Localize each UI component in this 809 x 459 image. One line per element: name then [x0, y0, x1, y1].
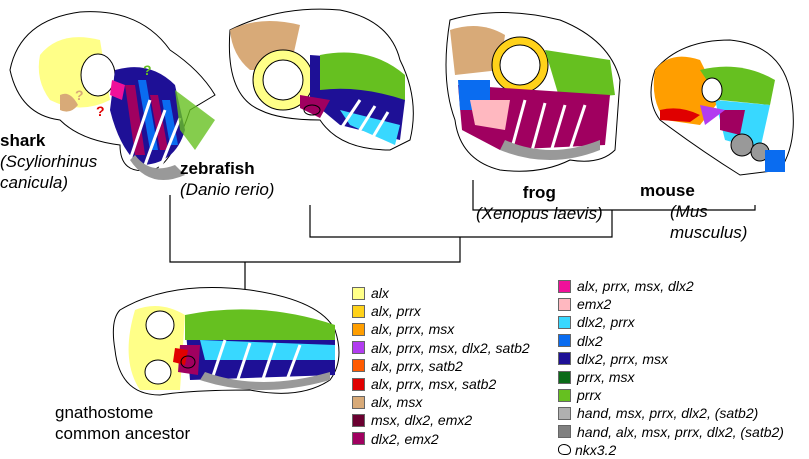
legend-label: dlx2: [577, 332, 603, 349]
legend-item: alx, prrx, msx: [352, 320, 530, 338]
legend-swatch: [352, 304, 365, 318]
legend-swatch: [352, 377, 365, 391]
ancestor-label: gnathostome common ancestor: [55, 402, 190, 444]
legend-item: dlx2, emx2: [352, 430, 530, 448]
legend-item: alx, prrx, satb2: [352, 357, 530, 375]
species-common-name: zebrafish: [180, 159, 255, 178]
legend-item: alx, msx: [352, 393, 530, 411]
species-label-mouse: mouse (Mus musculus): [640, 180, 747, 243]
species-common-name: mouse: [640, 181, 695, 200]
phylogenetic-tree: [169, 180, 756, 310]
species-latin-name: (Danio rerio): [180, 180, 275, 199]
legend-swatch: [558, 425, 571, 439]
legend-swatch: [352, 341, 365, 355]
legend-swatch: [352, 432, 365, 446]
legend-swatch: [352, 322, 365, 336]
legend-item-nkx: nkx3.2: [558, 441, 784, 459]
species-common-name: shark: [0, 131, 46, 150]
ancestor-label-line: gnathostome: [55, 403, 154, 422]
legend-swatch: [352, 413, 365, 427]
species-latin-name: musculus): [670, 223, 748, 242]
legend-label: prrx: [577, 387, 602, 404]
mouse-embryo: [650, 39, 794, 176]
legend-label: emx2: [577, 296, 612, 313]
legend-item: prrx: [558, 386, 784, 404]
legend-swatch: [558, 388, 571, 402]
legend-swatch: [558, 315, 571, 329]
legend-label: alx, prrx, msx, satb2: [371, 376, 497, 393]
legend-label: nkx3.2: [575, 441, 617, 458]
species-label-shark: shark (Scyliorhinus canicula): [0, 130, 97, 193]
species-latin-name: (Mus: [670, 202, 708, 221]
legend-item: alx, prrx: [352, 302, 530, 320]
legend-item: prrx, msx: [558, 368, 784, 386]
zebrafish-embryo: [228, 8, 414, 151]
species-label-zebrafish: zebrafish (Danio rerio): [180, 158, 274, 200]
species-latin-name: (Xenopus laevis): [476, 204, 603, 223]
legend-item: alx: [352, 284, 530, 302]
legend-label: hand, msx, prrx, dlx2, (satb2): [577, 405, 759, 422]
legend-swatch: [558, 406, 571, 420]
legend-swatch: [352, 359, 365, 373]
legend-item: msx, dlx2, emx2: [352, 411, 530, 429]
legend-label: hand, alx, msx, prrx, dlx2, (satb2): [577, 423, 784, 440]
legend-swatch: [352, 286, 365, 300]
frog-embryo: [445, 12, 621, 172]
legend-swatch: [558, 352, 571, 366]
species-latin-name: canicula): [0, 173, 69, 192]
ancestor-label-line: common ancestor: [55, 424, 191, 443]
legend-label: alx, msx: [371, 394, 423, 411]
species-common-name: frog: [522, 183, 556, 202]
legend-swatch: [558, 279, 571, 293]
legend-label: msx, dlx2, emx2: [371, 412, 473, 429]
legend-item: alx, prrx, msx, satb2: [352, 375, 530, 393]
legend-swatch: [352, 395, 365, 409]
legend-item: dlx2, prrx, msx: [558, 350, 784, 368]
legend-item: alx, prrx, msx, dlx2, satb2: [352, 339, 530, 357]
legend-item: emx2: [558, 295, 784, 313]
species-label-frog: frog (Xenopus laevis): [476, 182, 603, 224]
species-latin-name: (Scyliorhinus: [0, 152, 98, 171]
legend-swatch: [558, 297, 571, 311]
nkx-outline-icon: [558, 444, 571, 456]
legend-label: alx, prrx, msx: [371, 321, 455, 338]
legend-item: hand, msx, prrx, dlx2, (satb2): [558, 404, 784, 422]
legend-swatch: [558, 334, 571, 348]
legend-label: dlx2, emx2: [371, 430, 439, 447]
legend-label: alx: [371, 285, 389, 302]
ancestor-embryo: [112, 287, 340, 396]
legend-label: alx, prrx, msx, dlx2, satb2: [371, 339, 530, 356]
legend-label: alx, prrx: [371, 303, 421, 320]
legend-item: alx, prrx, msx, dlx2: [558, 277, 784, 295]
question-mark: ?: [75, 87, 84, 103]
legend-label: dlx2, prrx, msx: [577, 350, 669, 367]
legend-label: alx, prrx, msx, dlx2: [577, 278, 694, 295]
question-mark: ?: [96, 103, 105, 119]
shark-embryo: ? ? ?: [9, 11, 216, 180]
legend-item: dlx2: [558, 332, 784, 350]
legend-item: hand, alx, msx, prrx, dlx2, (satb2): [558, 423, 784, 441]
legend-item: dlx2, prrx: [558, 313, 784, 331]
legend-label: alx, prrx, satb2: [371, 357, 463, 374]
legend-label: prrx, msx: [577, 369, 635, 386]
question-mark: ?: [143, 62, 152, 78]
legend-label: dlx2, prrx: [577, 314, 635, 331]
legend-swatch: [558, 370, 571, 384]
